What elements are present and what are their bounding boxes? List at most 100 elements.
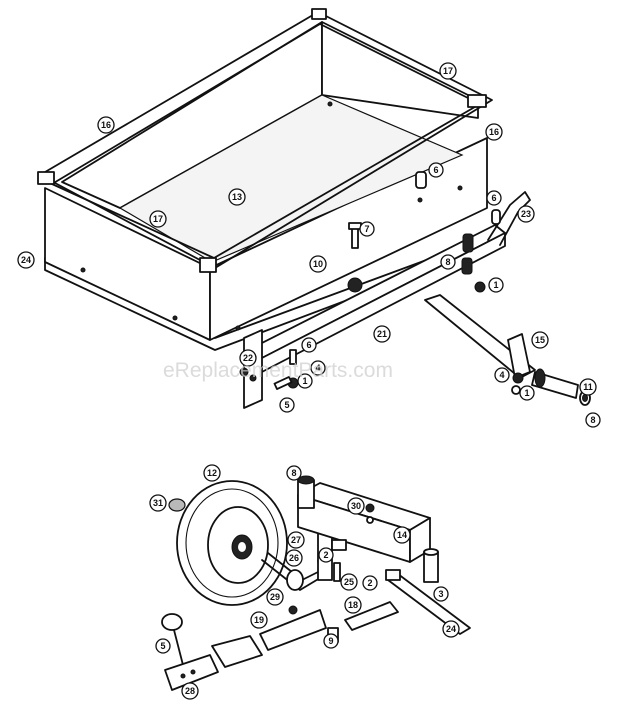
- callout-circle: [297, 373, 313, 389]
- callout-27: 27: [287, 531, 305, 549]
- callout-circle: [239, 349, 257, 367]
- callout-3: 3: [433, 586, 449, 602]
- callout-circle: [285, 549, 303, 567]
- callout-19: 19: [250, 611, 268, 629]
- callout-6: 6: [428, 162, 444, 178]
- callout-circle: [433, 586, 449, 602]
- callout-2: 2: [362, 575, 378, 591]
- callout-12: 12: [203, 464, 221, 482]
- callout-circle: [181, 682, 199, 700]
- callout-number: 12: [207, 468, 217, 478]
- callout-number: 13: [232, 192, 242, 202]
- callout-circle: [17, 251, 35, 269]
- callout-24: 24: [442, 620, 460, 638]
- callout-circle: [310, 360, 326, 376]
- callout-circle: [309, 255, 327, 273]
- watermark-text: eReplacementParts.com: [163, 359, 393, 382]
- callout-6: 6: [486, 190, 502, 206]
- callout-number: 6: [433, 165, 438, 175]
- callout-8: 8: [440, 254, 456, 270]
- callout-number: 7: [364, 224, 369, 234]
- callout-circle: [359, 221, 375, 237]
- callout-number: 6: [491, 193, 496, 203]
- callout-number: 5: [160, 641, 165, 651]
- callout-number: 10: [313, 259, 323, 269]
- callout-circle: [301, 337, 317, 353]
- callout-number: 17: [443, 66, 453, 76]
- callout-circle: [266, 588, 284, 606]
- callout-circle: [228, 188, 246, 206]
- callout-number: 14: [397, 530, 407, 540]
- callout-number: 11: [583, 382, 593, 392]
- callout-number: 24: [21, 255, 31, 265]
- callout-number: 18: [348, 600, 358, 610]
- callout-number: 21: [377, 329, 387, 339]
- callout-number: 8: [291, 468, 296, 478]
- callout-8: 8: [286, 465, 302, 481]
- callout-25: 25: [340, 573, 358, 591]
- callout-circle: [347, 497, 365, 515]
- callout-circle: [579, 378, 597, 396]
- callout-9: 9: [323, 633, 339, 649]
- callout-circle: [519, 385, 535, 401]
- callout-11: 11: [579, 378, 597, 396]
- callout-circle: [287, 531, 305, 549]
- callout-circle: [488, 277, 504, 293]
- callout-circle: [323, 633, 339, 649]
- callout-number: 16: [489, 127, 499, 137]
- callout-28: 28: [181, 682, 199, 700]
- callout-number: 5: [284, 400, 289, 410]
- callout-24: 24: [17, 251, 35, 269]
- callout-29: 29: [266, 588, 284, 606]
- callout-number: 28: [185, 686, 195, 696]
- callout-5: 5: [155, 638, 171, 654]
- callout-number: 19: [254, 615, 264, 625]
- callout-26: 26: [285, 549, 303, 567]
- callout-8: 8: [585, 412, 601, 428]
- callout-circle: [344, 596, 362, 614]
- callout-number: 23: [521, 209, 531, 219]
- callout-number: 15: [535, 335, 545, 345]
- callout-circle: [250, 611, 268, 629]
- callout-13: 13: [228, 188, 246, 206]
- callout-number: 31: [153, 498, 163, 508]
- callout-number: 4: [499, 370, 504, 380]
- callout-circle: [340, 573, 358, 591]
- callout-4: 4: [310, 360, 326, 376]
- callout-circle: [517, 205, 535, 223]
- callout-10: 10: [309, 255, 327, 273]
- frame-rail: [243, 191, 591, 409]
- callout-number: 16: [101, 120, 111, 130]
- callout-number: 2: [323, 550, 328, 560]
- callout-16: 16: [485, 123, 503, 141]
- callout-circle: [203, 464, 221, 482]
- callout-circle: [155, 638, 171, 654]
- callout-1: 1: [297, 373, 313, 389]
- callout-circle: [97, 116, 115, 134]
- callout-number: 1: [493, 280, 498, 290]
- hitch-frame: [161, 475, 471, 691]
- callout-circle: [428, 162, 444, 178]
- callout-circle: [585, 412, 601, 428]
- callout-number: 4: [315, 363, 320, 373]
- callout-17: 17: [439, 62, 457, 80]
- callout-30: 30: [347, 497, 365, 515]
- callout-17: 17: [149, 210, 167, 228]
- wheel-assembly: [168, 480, 333, 606]
- hardware: [239, 171, 524, 395]
- callout-2: 2: [318, 547, 334, 563]
- callout-circle: [486, 190, 502, 206]
- callout-circle: [442, 620, 460, 638]
- callout-number: 2: [367, 578, 372, 588]
- callout-number: 8: [590, 415, 595, 425]
- callout-number: 17: [153, 214, 163, 224]
- callout-31: 31: [149, 494, 167, 512]
- callout-14: 14: [393, 526, 411, 544]
- callout-circle: [318, 547, 334, 563]
- callout-circle: [531, 331, 549, 349]
- callout-22: 22: [239, 349, 257, 367]
- callout-circle: [279, 397, 295, 413]
- callout-circle: [393, 526, 411, 544]
- callout-21: 21: [373, 325, 391, 343]
